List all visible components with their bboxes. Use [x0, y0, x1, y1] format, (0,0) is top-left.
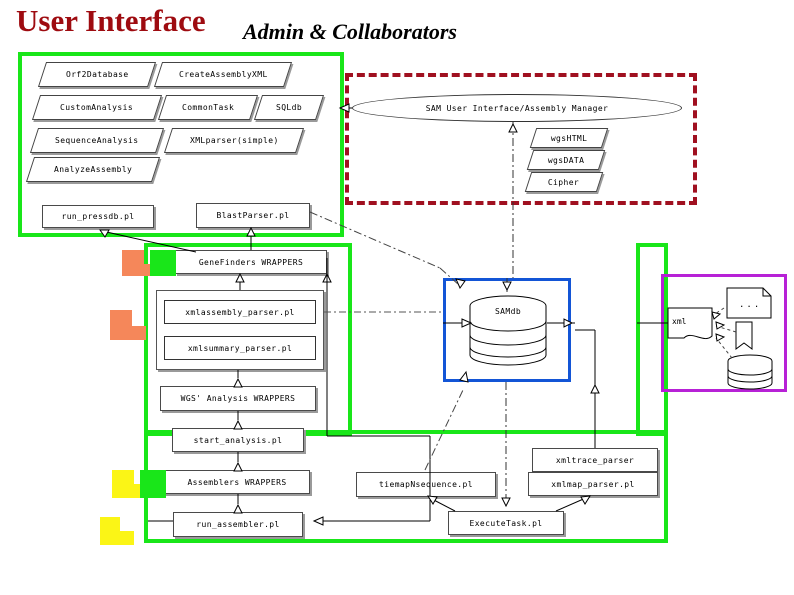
- node-assemblers-wrappers[interactable]: Assemblers WRAPPERS: [164, 470, 310, 494]
- decor-orange-block-2: [110, 310, 146, 340]
- class-analyzeassembly[interactable]: AnalyzeAssembly: [25, 157, 161, 182]
- node-run-assembler[interactable]: run_assembler.pl: [173, 512, 303, 537]
- node-start-analysis[interactable]: start_analysis.pl: [172, 428, 304, 452]
- node-wgs-analysis-wrappers[interactable]: WGS' Analysis WRAPPERS: [160, 386, 316, 411]
- class-createassemblyxml-label: CreateAssemblyXML: [178, 70, 268, 79]
- xml-artifacts-region-frame: [661, 274, 787, 392]
- class-sequenceanalysis[interactable]: SequenceAnalysis: [29, 128, 165, 153]
- class-sequenceanalysis-label: SequenceAnalysis: [55, 136, 139, 145]
- class-sqldb-label: SQLdb: [275, 103, 303, 112]
- node-run-pressdb-label: run_pressdb.pl: [61, 212, 135, 221]
- class-customanalysis[interactable]: CustomAnalysis: [31, 95, 163, 120]
- node-start-analysis-label: start_analysis.pl: [193, 435, 283, 445]
- class-sqldb[interactable]: SQLdb: [253, 95, 325, 120]
- module-wgshtml-label: wgsHTML: [550, 133, 588, 143]
- node-wgs-analysis-wrappers-label: WGS' Analysis WRAPPERS: [180, 394, 296, 403]
- class-customanalysis-label: CustomAnalysis: [60, 103, 134, 112]
- module-wgsdata[interactable]: wgsDATA: [526, 150, 606, 170]
- class-commontask[interactable]: CommonTask: [157, 95, 259, 120]
- node-run-assembler-label: run_assembler.pl: [196, 520, 280, 529]
- class-xmlparser[interactable]: XMLparser(simple): [163, 128, 305, 153]
- database-cylinder-samdb[interactable]: SAMdb: [469, 295, 547, 367]
- node-tiemap-nsequence-label: tiemapNsequence.pl: [379, 480, 473, 489]
- node-xmlassembly-parser[interactable]: xmlassembly_parser.pl: [164, 300, 316, 324]
- node-xmlassembly-parser-label: xmlassembly_parser.pl: [185, 307, 295, 317]
- node-execute-task-label: ExecuteTask.pl: [469, 518, 543, 528]
- class-orf2database-label: Orf2Database: [65, 70, 129, 79]
- sam-user-interface-node[interactable]: SAM User Interface/Assembly Manager: [352, 94, 682, 122]
- node-genefinders-wrappers-label: GeneFinders WRAPPERS: [198, 257, 304, 267]
- page-subtitle: Admin & Collaborators: [243, 19, 457, 44]
- right-region-frame: [636, 243, 668, 436]
- node-execute-task[interactable]: ExecuteTask.pl: [448, 511, 564, 535]
- node-xmltrace-parser-label: xmltrace_parser: [555, 455, 635, 465]
- module-wgsdata-label: wgsDATA: [547, 155, 585, 165]
- sam-user-interface-label: SAM User Interface/Assembly Manager: [425, 103, 609, 113]
- decor-yellow-block-2: [100, 517, 134, 545]
- user-interface-region-frame: [345, 73, 697, 205]
- node-run-pressdb[interactable]: run_pressdb.pl: [42, 205, 154, 228]
- class-commontask-label: CommonTask: [181, 103, 235, 112]
- document-node-label: ...: [739, 300, 762, 310]
- module-cipher-label: Cipher: [548, 177, 580, 187]
- class-xmlparser-label: XMLparser(simple): [189, 136, 279, 145]
- module-wgshtml[interactable]: wgsHTML: [529, 128, 609, 148]
- samdb-cylinder-icon: [469, 295, 547, 366]
- decor-green-block-1: [150, 250, 176, 276]
- xml-node-label: xml: [672, 317, 687, 326]
- node-tiemap-nsequence[interactable]: tiemapNsequence.pl: [356, 472, 496, 497]
- node-assemblers-wrappers-label: Assemblers WRAPPERS: [187, 477, 287, 487]
- page-title: User Interface: [16, 3, 206, 38]
- database-cylinder-label: SAMdb: [494, 307, 522, 316]
- node-xmlsummary-parser-label: xmlsummary_parser.pl: [187, 343, 293, 353]
- node-blast-parser[interactable]: BlastParser.pl: [196, 203, 310, 228]
- node-blast-parser-label: BlastParser.pl: [216, 211, 290, 220]
- decor-yellow-block-1: [112, 470, 148, 498]
- class-createassemblyxml[interactable]: CreateAssemblyXML: [153, 62, 293, 87]
- module-cipher[interactable]: Cipher: [524, 172, 604, 192]
- node-xmltrace-parser[interactable]: xmltrace_parser: [532, 448, 658, 472]
- decor-orange-block-1: [122, 250, 158, 276]
- node-xmlmap-parser-label: xmlmap_parser.pl: [551, 479, 635, 489]
- node-genefinders-wrappers[interactable]: GeneFinders WRAPPERS: [175, 250, 327, 274]
- class-analyzeassembly-label: AnalyzeAssembly: [53, 165, 133, 174]
- decor-green-block-2: [140, 470, 166, 498]
- node-xmlsummary-parser[interactable]: xmlsummary_parser.pl: [164, 336, 316, 360]
- node-xmlmap-parser[interactable]: xmlmap_parser.pl: [528, 472, 658, 496]
- class-orf2database[interactable]: Orf2Database: [37, 62, 157, 87]
